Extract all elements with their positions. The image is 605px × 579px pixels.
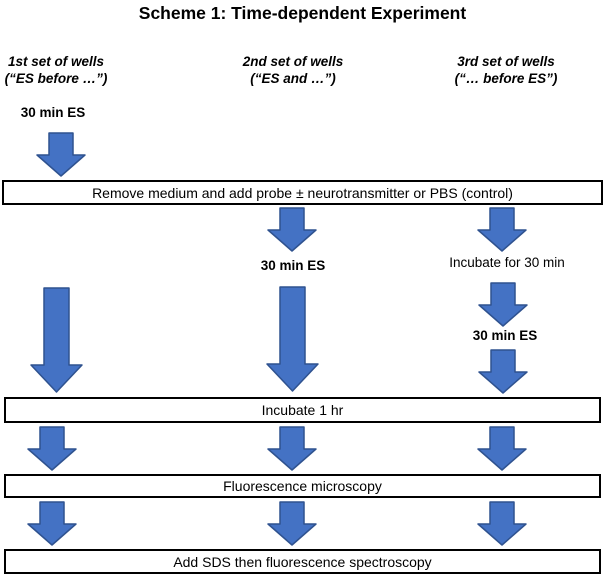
column-1-condition: (“ES before …”) [4,71,108,86]
process-box-incubate-1hr: Incubate 1 hr [4,397,601,423]
down-arrow-icon [267,426,317,471]
column-2-name: 2nd set of wells [242,54,344,69]
scheme-title: Scheme 1: Time-dependent Experiment [138,3,467,23]
down-arrow-icon [266,286,319,392]
down-arrow-icon [27,501,77,546]
down-arrow-icon [477,501,527,546]
column-3-condition: (“… before ES”) [454,71,558,86]
step-label-col3-30min-es: 30 min ES [472,328,538,343]
column-3-name: 3rd set of wells [457,54,555,69]
process-box-sds-spectroscopy: Add SDS then fluorescence spectroscopy [4,549,601,574]
column-header-2nd-set: 2nd set of wells (“ES and …”) [218,53,368,87]
down-arrow-icon [267,207,317,252]
column-header-1st-set: 1st set of wells (“ES before …”) [0,53,112,87]
column-header-3rd-set: 3rd set of wells (“… before ES”) [431,53,581,87]
process-box-fluorescence-microscopy: Fluorescence microscopy [4,474,601,498]
step-label-col3-incubate-30min: Incubate for 30 min [449,255,565,270]
step-label-col2-30min-es: 30 min ES [260,258,326,273]
down-arrow-icon [477,426,527,471]
down-arrow-icon [477,207,527,252]
down-arrow-icon [267,501,317,546]
down-arrow-icon [30,287,83,393]
down-arrow-icon [478,349,528,394]
down-arrow-icon [27,426,77,471]
down-arrow-icon [478,282,528,327]
column-2-condition: (“ES and …”) [250,71,336,86]
down-arrow-icon [36,132,86,177]
process-box-add-probe: Remove medium and add probe ± neurotrans… [2,180,603,205]
step-label-col1-30min-es: 30 min ES [20,105,86,120]
column-1-name: 1st set of wells [7,54,105,69]
